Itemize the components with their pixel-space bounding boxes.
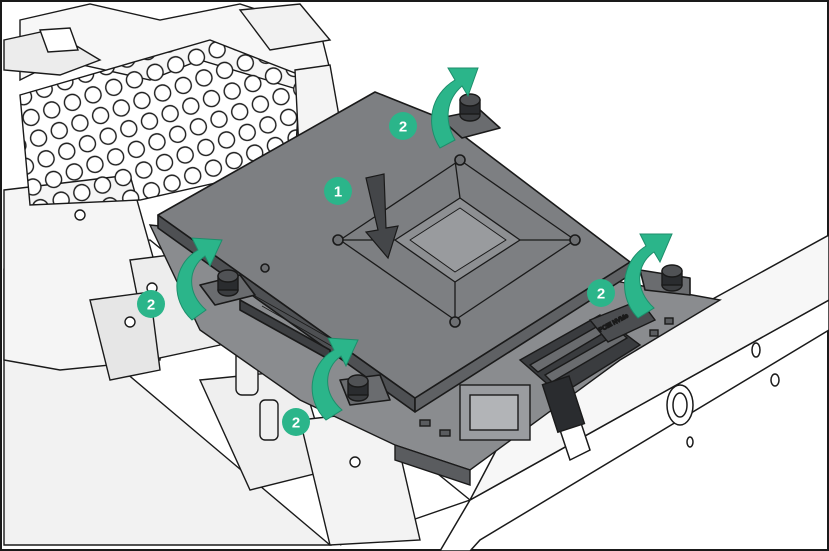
callouts: 1 2 2 2 2 [137, 112, 615, 436]
rotate-arrow-left [176, 237, 223, 321]
callout-2-left: 2 [137, 290, 165, 318]
screw-right [661, 264, 683, 292]
callout-2-top-label: 2 [399, 119, 407, 136]
screw-bottom [347, 374, 369, 402]
screws [217, 93, 683, 402]
callout-2-right: 2 [587, 279, 615, 307]
chassis [3, 3, 472, 546]
side-rail [439, 234, 829, 551]
callout-1-label: 1 [334, 184, 342, 201]
callout-2-bottom-label: 2 [292, 415, 300, 432]
callout-2-bottom: 2 [282, 408, 310, 436]
callout-2-top: 2 [389, 112, 417, 140]
callout-2-left-label: 2 [147, 297, 155, 314]
press-down-arrow [364, 173, 399, 260]
screw-top [459, 93, 481, 122]
rotate-arrow-top [431, 67, 479, 149]
callout-2-right-label: 2 [597, 286, 605, 303]
callout-1: 1 [324, 177, 352, 205]
rotate-arrow-bottom [311, 337, 359, 421]
rotate-arrows [176, 67, 673, 421]
rotate-arrow-right [624, 233, 673, 319]
screw-left [217, 269, 239, 297]
